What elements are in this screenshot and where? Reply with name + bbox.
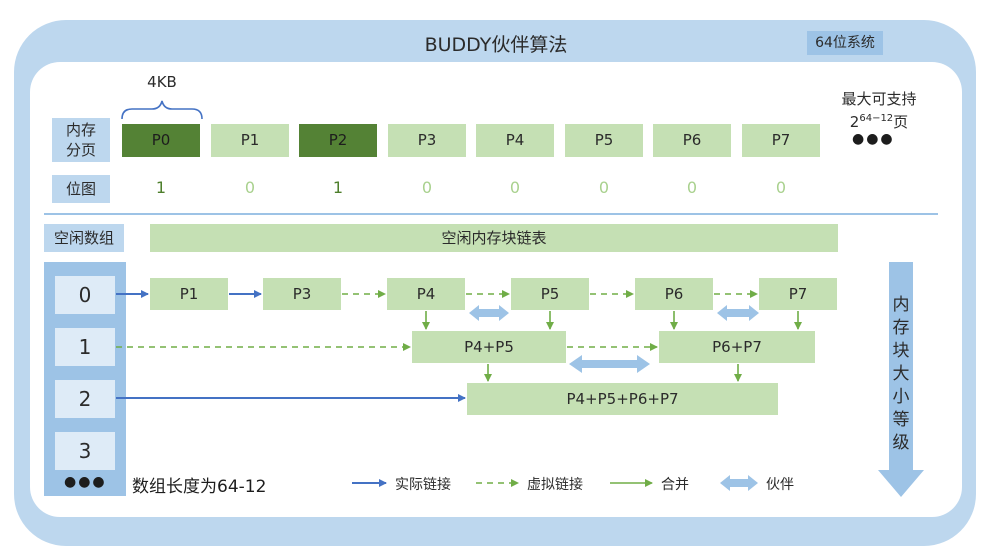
block-level2-p4-p7: P4+P5+P6+P7: [467, 383, 778, 415]
memory-pages-label-line1: 内存: [65, 121, 96, 139]
max-support-base: 2: [849, 113, 860, 131]
block-level0-p4: P4: [387, 278, 465, 310]
diagram-title: BUDDY伙伴算法: [424, 34, 568, 56]
page-p1: P1: [211, 124, 289, 157]
buddy-arrow-level1: [569, 355, 650, 373]
free-list-label: 空闲内存块链表: [150, 224, 838, 252]
bitmap-row-label: 位图: [52, 175, 110, 203]
array-index-2: 2: [55, 380, 115, 418]
page-p7: P7: [742, 124, 820, 157]
size-axis-char: 内: [892, 295, 910, 315]
page-p5: P5: [565, 124, 643, 157]
page-label: P1: [240, 131, 260, 149]
size-axis-char: 小: [892, 387, 910, 407]
size-axis-char: 等: [892, 410, 910, 430]
bitmap-bit-5: 0: [598, 178, 610, 197]
legend-buddy-symbol: [720, 475, 758, 491]
size-axis-char: 级: [892, 433, 910, 453]
page-p2: P2: [299, 124, 377, 157]
bitmap-bit-0: 1: [155, 178, 167, 197]
memory-pages-label-line2: 分页: [65, 141, 96, 159]
memory-pages-row-label: 内存 分页: [52, 118, 110, 162]
max-support-unit: 页: [893, 113, 909, 131]
page-p3: P3: [388, 124, 466, 157]
page-label: P4: [505, 131, 525, 149]
page-size-label: 4KB: [147, 73, 177, 91]
size-axis-label: 内 存 块 大 小 等 级: [886, 294, 916, 455]
size-axis-char: 存: [892, 318, 910, 338]
page-label: P2: [328, 131, 348, 149]
bitmap-bit-2: 1: [332, 178, 344, 197]
size-axis-char: 块: [892, 341, 910, 361]
page-label: P7: [771, 131, 791, 149]
bitmap-bit-6: 0: [686, 178, 698, 197]
pages-ellipsis: ●●●: [852, 131, 895, 147]
block-level1-p4p5: P4+P5: [412, 331, 566, 363]
block-level0-p3: P3: [263, 278, 341, 310]
system-badge: 64位系统: [807, 31, 883, 55]
legend-actual-link-label: 实际链接: [395, 477, 451, 493]
array-index-3: 3: [55, 432, 115, 470]
block-level1-p6p7: P6+P7: [659, 331, 815, 363]
max-support-line2: 264−12页: [832, 109, 926, 132]
legend-buddy-label: 伙伴: [766, 477, 794, 493]
max-support-exponent: 64−12: [859, 113, 894, 124]
block-level0-p5: P5: [511, 278, 589, 310]
buddy-arrow-p6-p7: [717, 305, 759, 321]
free-array-label: 空闲数组: [44, 224, 124, 252]
page-label: P6: [682, 131, 702, 149]
page-p6: P6: [653, 124, 731, 157]
page-label: P3: [417, 131, 437, 149]
bitmap-bit-4: 0: [509, 178, 521, 197]
block-level0-p7: P7: [759, 278, 837, 310]
page-size-brace: [121, 100, 203, 120]
bitmap-bit-1: 0: [244, 178, 256, 197]
page-p4: P4: [476, 124, 554, 157]
block-level0-p6: P6: [635, 278, 713, 310]
size-axis-char: 大: [892, 364, 910, 384]
max-support-line1: 最大可支持: [841, 90, 917, 108]
legend-virtual-link-label: 虚拟链接: [527, 477, 583, 493]
array-index-0: 0: [55, 276, 115, 314]
array-ellipsis: ●●●: [64, 474, 107, 490]
block-level0-p1: P1: [150, 278, 228, 310]
page-label: P5: [594, 131, 614, 149]
page-label: P0: [151, 131, 171, 149]
bitmap-bit-7: 0: [775, 178, 787, 197]
section-divider: [44, 213, 938, 215]
page-p0: P0: [122, 124, 200, 157]
legend-merge-label: 合并: [661, 477, 689, 493]
max-support-note: 最大可支持 264−12页: [832, 90, 926, 132]
array-index-1: 1: [55, 328, 115, 366]
bitmap-bit-3: 0: [421, 178, 433, 197]
buddy-arrow-p4-p5: [469, 305, 509, 321]
size-axis-arrow: [878, 262, 924, 497]
array-length-note: 数组长度为64-12: [132, 477, 267, 497]
